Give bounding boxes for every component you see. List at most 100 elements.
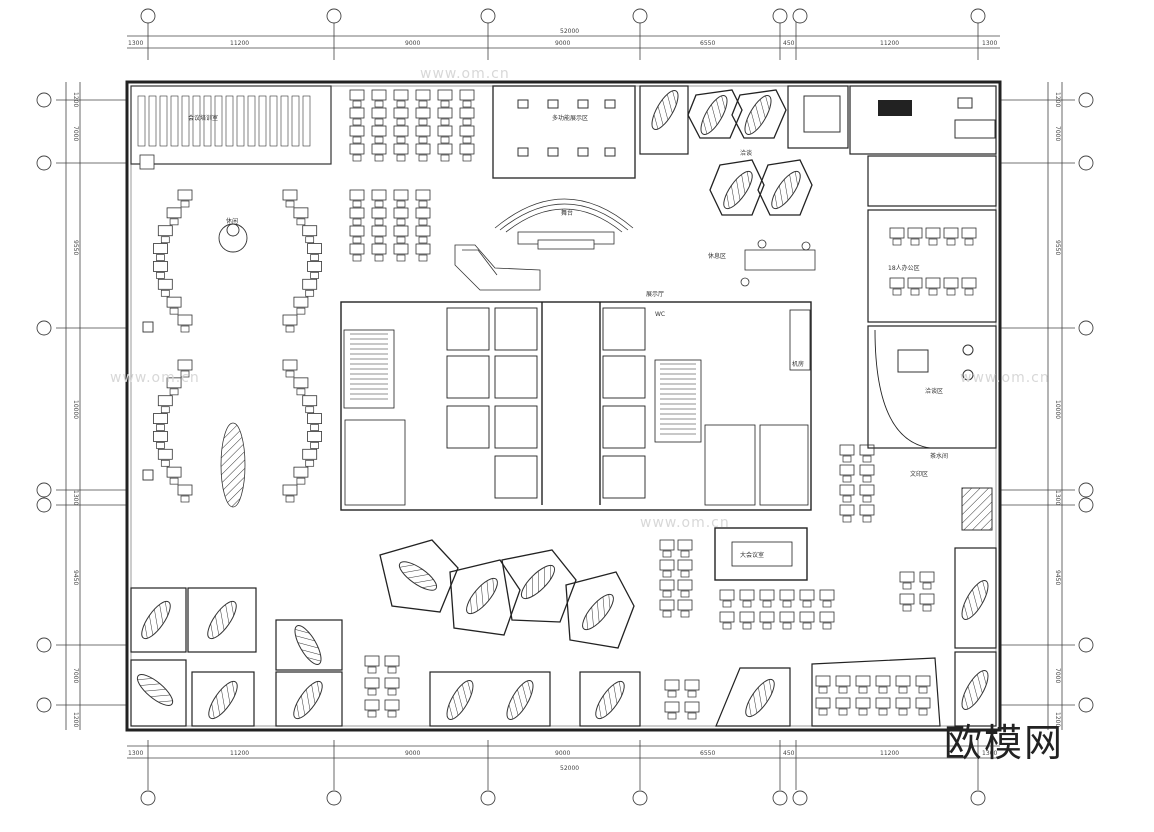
workstation-desk xyxy=(437,143,453,162)
workstation-desk xyxy=(393,243,409,262)
label-hall: 展示厅 xyxy=(646,291,664,298)
dim-bottom-8: 1300 xyxy=(982,750,997,757)
dim-left-6: 9450 xyxy=(72,570,79,585)
dim-bottom-4: 9000 xyxy=(555,750,570,757)
label-leisure: 休闲 xyxy=(226,217,238,225)
dim-left-8: 1200 xyxy=(72,712,79,727)
elevator-car xyxy=(602,307,646,351)
sofa xyxy=(956,576,994,624)
sofa xyxy=(501,676,539,724)
curved-desk xyxy=(177,314,193,333)
workstation-desk xyxy=(943,277,959,296)
label-negotiate: 洽谈 xyxy=(740,149,752,157)
workstation-desk xyxy=(895,675,911,694)
core-block xyxy=(340,301,812,511)
dim-bottom-2: 11200 xyxy=(230,750,249,757)
reception-desk xyxy=(454,244,541,291)
workstation-desk xyxy=(393,207,409,226)
curved-desk xyxy=(166,466,182,485)
dim-right-3: 9550 xyxy=(1054,240,1061,255)
exhibit-stand xyxy=(547,99,559,109)
watermark-4: www.om.cn xyxy=(960,370,1050,386)
sofa xyxy=(202,596,242,644)
exhibit-stand xyxy=(604,99,616,109)
workstation-desk xyxy=(839,504,855,523)
cabinet xyxy=(954,119,996,139)
workstation-desk xyxy=(739,611,755,630)
exhibit-stand xyxy=(604,147,616,157)
label-office18: 18人办公区 xyxy=(888,264,920,272)
workstation-desk xyxy=(459,143,475,162)
dim-left-5: 1300 xyxy=(72,490,79,505)
workstation-desk xyxy=(739,589,755,608)
workstation-desk xyxy=(799,611,815,630)
elevator-car xyxy=(602,355,646,399)
sofa xyxy=(956,666,994,714)
curved-desk xyxy=(157,225,173,244)
workstation-desk xyxy=(459,107,475,126)
training-seat-row xyxy=(269,95,278,147)
training-seat-row xyxy=(225,95,234,147)
building-outline xyxy=(125,80,1002,732)
workstation-grid-mid xyxy=(349,189,431,262)
workstation-desk xyxy=(393,125,409,144)
dim-right-7: 7000 xyxy=(1054,668,1061,683)
bottom-offices xyxy=(130,547,997,727)
workstation-desk xyxy=(659,579,675,598)
training-seat-row xyxy=(148,95,157,147)
label-stage: 舞台 xyxy=(561,209,573,217)
elevator-car xyxy=(602,405,646,449)
dim-left-2: 7000 xyxy=(72,126,79,141)
executive-furniture xyxy=(803,95,996,531)
workstation-desk xyxy=(915,675,931,694)
training-room xyxy=(130,85,332,170)
dim-left-1: 1200 xyxy=(72,92,79,107)
elevator-car xyxy=(494,455,538,499)
exhibit-stand xyxy=(577,147,589,157)
workstation-desk xyxy=(349,189,365,208)
label-file: 文印区 xyxy=(910,470,928,478)
dim-bottom-7: 11200 xyxy=(880,750,899,757)
curved-desk xyxy=(307,431,322,449)
curved-desk xyxy=(282,314,298,333)
exhibit-stand xyxy=(517,99,529,109)
workstation-desk xyxy=(393,107,409,126)
sofa xyxy=(394,556,442,596)
label-machine: 机房 xyxy=(792,360,804,368)
dimension-lines xyxy=(56,22,1075,790)
curved-desk xyxy=(177,189,193,208)
workstation-desk xyxy=(677,539,693,558)
workstation-desk xyxy=(677,579,693,598)
dim-bottom-5: 6550 xyxy=(700,750,715,757)
curved-desk xyxy=(177,484,193,503)
workstation-desk xyxy=(415,125,431,144)
sofa xyxy=(461,573,503,619)
workstation-desk xyxy=(684,679,700,698)
curved-desk xyxy=(157,448,173,467)
workstation-desk xyxy=(364,677,380,696)
workstation-desk xyxy=(779,589,795,608)
workstation-desk xyxy=(799,589,815,608)
workstation-desk xyxy=(349,207,365,226)
curved-desk xyxy=(293,207,309,226)
office-sofas xyxy=(132,86,994,724)
workstation-desk xyxy=(899,593,915,612)
workstation-desk xyxy=(677,559,693,578)
workstation-desk xyxy=(393,89,409,108)
workstation-desk xyxy=(393,189,409,208)
curved-desk xyxy=(153,431,168,449)
workstation-desk xyxy=(349,125,365,144)
dim-total-bottom: 52000 xyxy=(560,765,579,772)
workstation-desk xyxy=(859,484,875,503)
dim-right-4: 10000 xyxy=(1054,400,1061,419)
workstation-desk xyxy=(759,611,775,630)
dim-top-2: 11200 xyxy=(230,40,249,47)
dim-bottom-6: 450 xyxy=(783,750,795,757)
workstation-desk xyxy=(459,89,475,108)
workstation-desk xyxy=(371,243,387,262)
sofa xyxy=(739,91,777,139)
workstation-desk xyxy=(919,593,935,612)
rest-area xyxy=(740,239,816,287)
workstation-desk xyxy=(384,699,400,718)
workstation-desk xyxy=(437,125,453,144)
